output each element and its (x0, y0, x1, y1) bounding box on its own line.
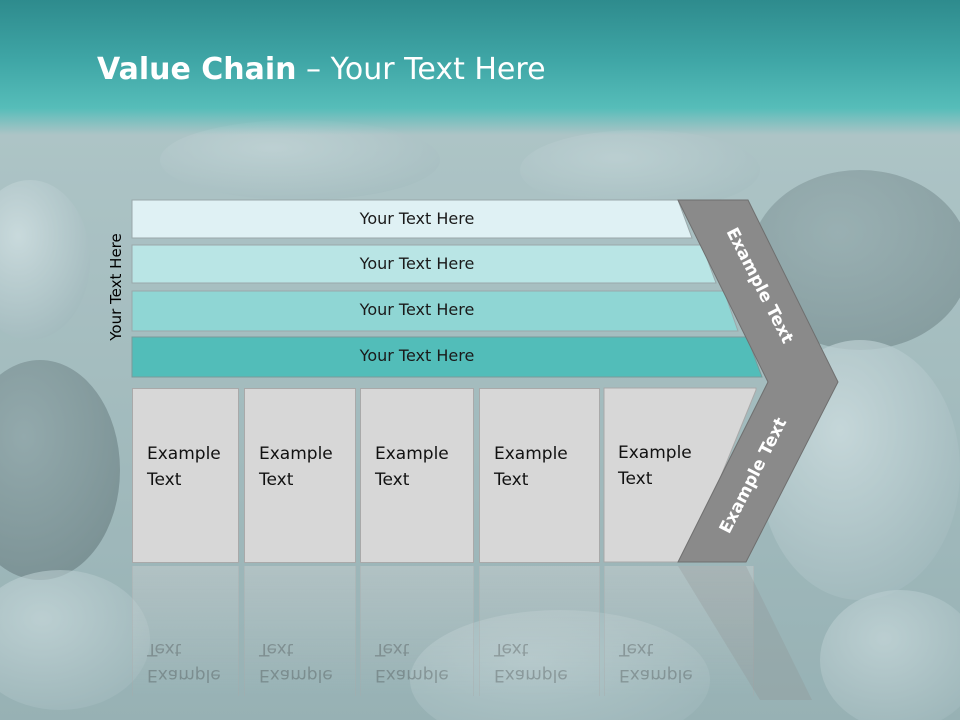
bar-1-label: Your Text Here (359, 209, 475, 228)
header-band (0, 0, 960, 135)
bar-1-shape (131, 199, 693, 239)
bar-4-shape (131, 336, 763, 378)
box-3-line1: Example (375, 444, 449, 464)
box-5-line2: Text (618, 469, 653, 489)
box-1-line1: Example (147, 444, 221, 464)
slide-title: Value Chain – Your Text Here (97, 52, 546, 87)
bar-3-shape (131, 290, 739, 332)
title-bold: Value Chain (97, 52, 297, 87)
box-2-line2: Text (259, 470, 294, 490)
box-3-line2: Text (375, 470, 410, 490)
bar-2-shape (131, 244, 717, 284)
box-1-line2: Text (147, 470, 182, 490)
box-2-line1: Example (259, 444, 333, 464)
bar-2-label: Your Text Here (359, 254, 475, 273)
title-rest: – Your Text Here (296, 52, 546, 87)
chevron-reflection (678, 566, 812, 700)
bar-3-label: Your Text Here (359, 300, 475, 319)
bar-4-label: Your Text Here (359, 346, 475, 365)
box-4-line1: Example (494, 444, 568, 464)
box-5-line1: Example (618, 443, 692, 463)
chevron-shape (677, 199, 839, 563)
box-4-line2: Text (494, 470, 529, 490)
